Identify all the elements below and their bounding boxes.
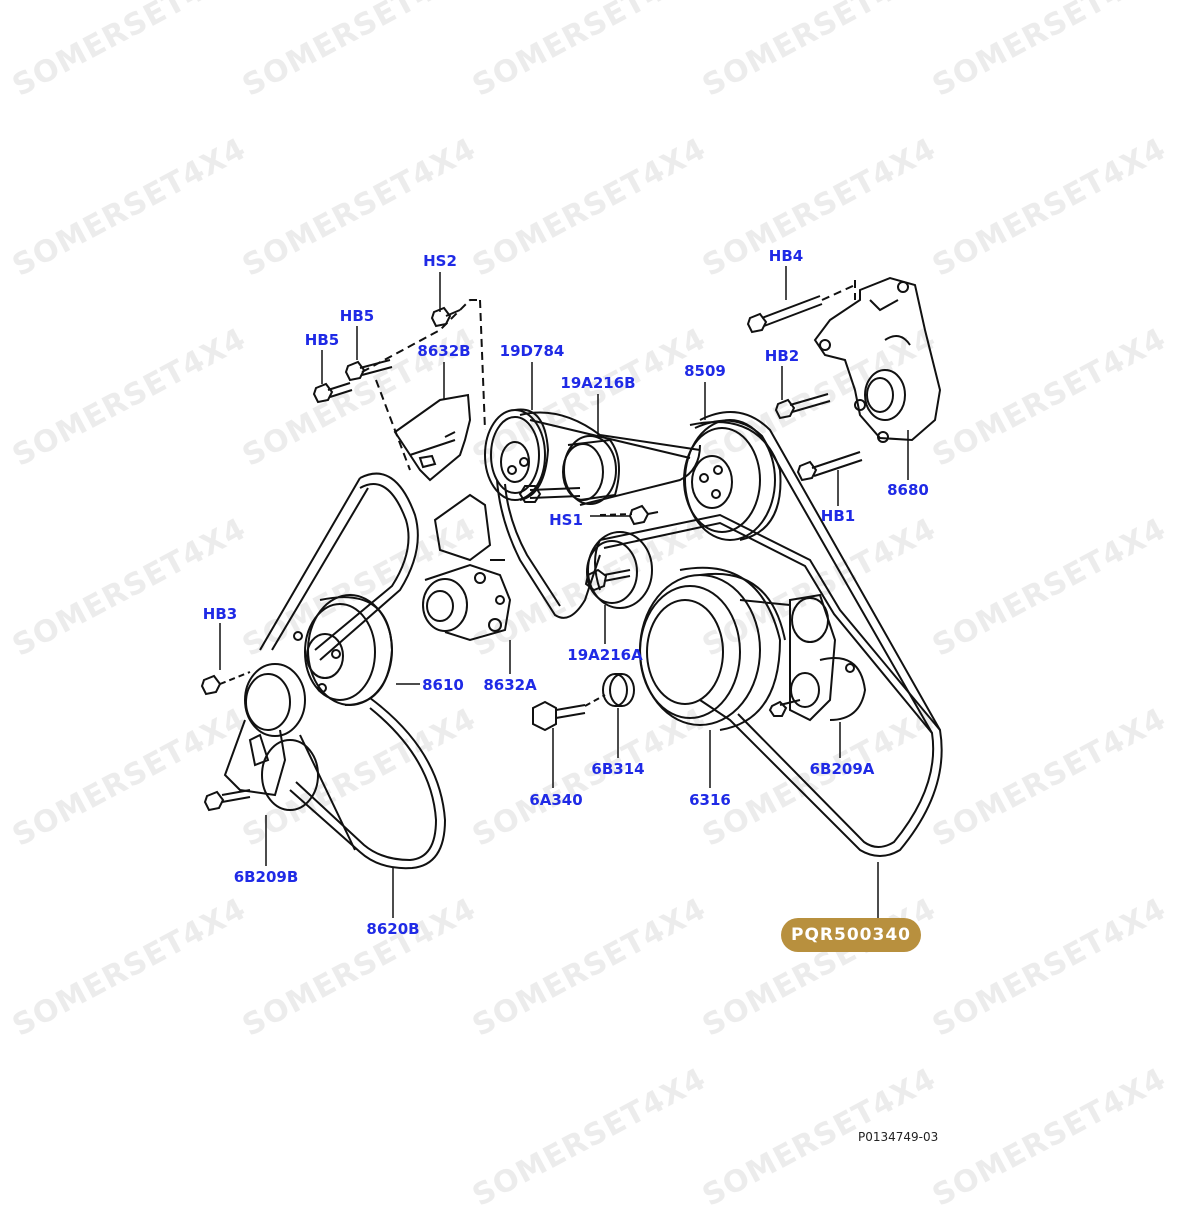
callout-6b314[interactable]: 6B314 [591,760,645,778]
callout-8632a[interactable]: 8632A [483,676,537,694]
pulley-8509 [683,419,782,541]
callout-6b209b[interactable]: 6B209B [233,868,299,886]
tensioner-8632a [422,493,512,642]
idler-19a216a [584,531,653,609]
callout-19d784[interactable]: 19D784 [499,342,565,360]
callout-8509[interactable]: 8509 [684,362,726,380]
callout-6b209a[interactable]: 6B209A [809,760,875,778]
leader-lines [219,266,909,918]
callout-hs1[interactable]: HS1 [549,511,583,529]
callout-hb1[interactable]: HB1 [820,507,856,525]
callout-hb2[interactable]: HB2 [764,347,800,365]
callout-hs2[interactable]: HS2 [423,252,457,270]
part-number-badge[interactable]: PQR500340 [781,918,921,952]
bolt-6a340 [532,694,606,732]
screw-hs1 [599,504,659,526]
bolt-hb5-upper [344,359,393,382]
callout-hb4[interactable]: HB4 [768,247,804,265]
bolt-hb3 [200,671,251,696]
illustration-reference: P0134749-03 [858,1130,939,1144]
bracket-8680 [813,276,942,443]
callout-8632b[interactable]: 8632B [417,342,471,360]
bolt-hb1 [796,451,863,482]
callout-hb5-upper[interactable]: HB5 [339,307,375,325]
crank-pulley-6316 [639,566,791,731]
callout-hb3[interactable]: HB3 [202,605,238,623]
callout-8620b[interactable]: 8620B [366,920,420,938]
callout-19a216a[interactable]: 19A216A [567,646,643,664]
idler-19a216b [518,435,620,505]
belt-8620b [259,472,447,870]
callout-6a340[interactable]: 6A340 [529,791,583,809]
screw-hs2 [430,306,461,328]
callout-8610[interactable]: 8610 [422,676,464,694]
tensioner-6b209b [203,663,319,812]
bracket-8632b [361,299,486,482]
callout-6316[interactable]: 6316 [689,791,731,809]
bolt-hb4 [746,284,856,334]
washer-6b314 [602,673,635,707]
bolt-hb5-lower [312,382,353,404]
callout-hb5-lower[interactable]: HB5 [304,331,340,349]
tensioner-6b209a [768,593,867,722]
pulley-19d784 [484,408,550,501]
callout-8680[interactable]: 8680 [887,481,929,499]
callout-19a216b[interactable]: 19A216B [560,374,636,392]
bolt-hb2 [774,393,831,420]
pulley-8610 [293,594,394,706]
main-drive-belt [594,411,943,857]
